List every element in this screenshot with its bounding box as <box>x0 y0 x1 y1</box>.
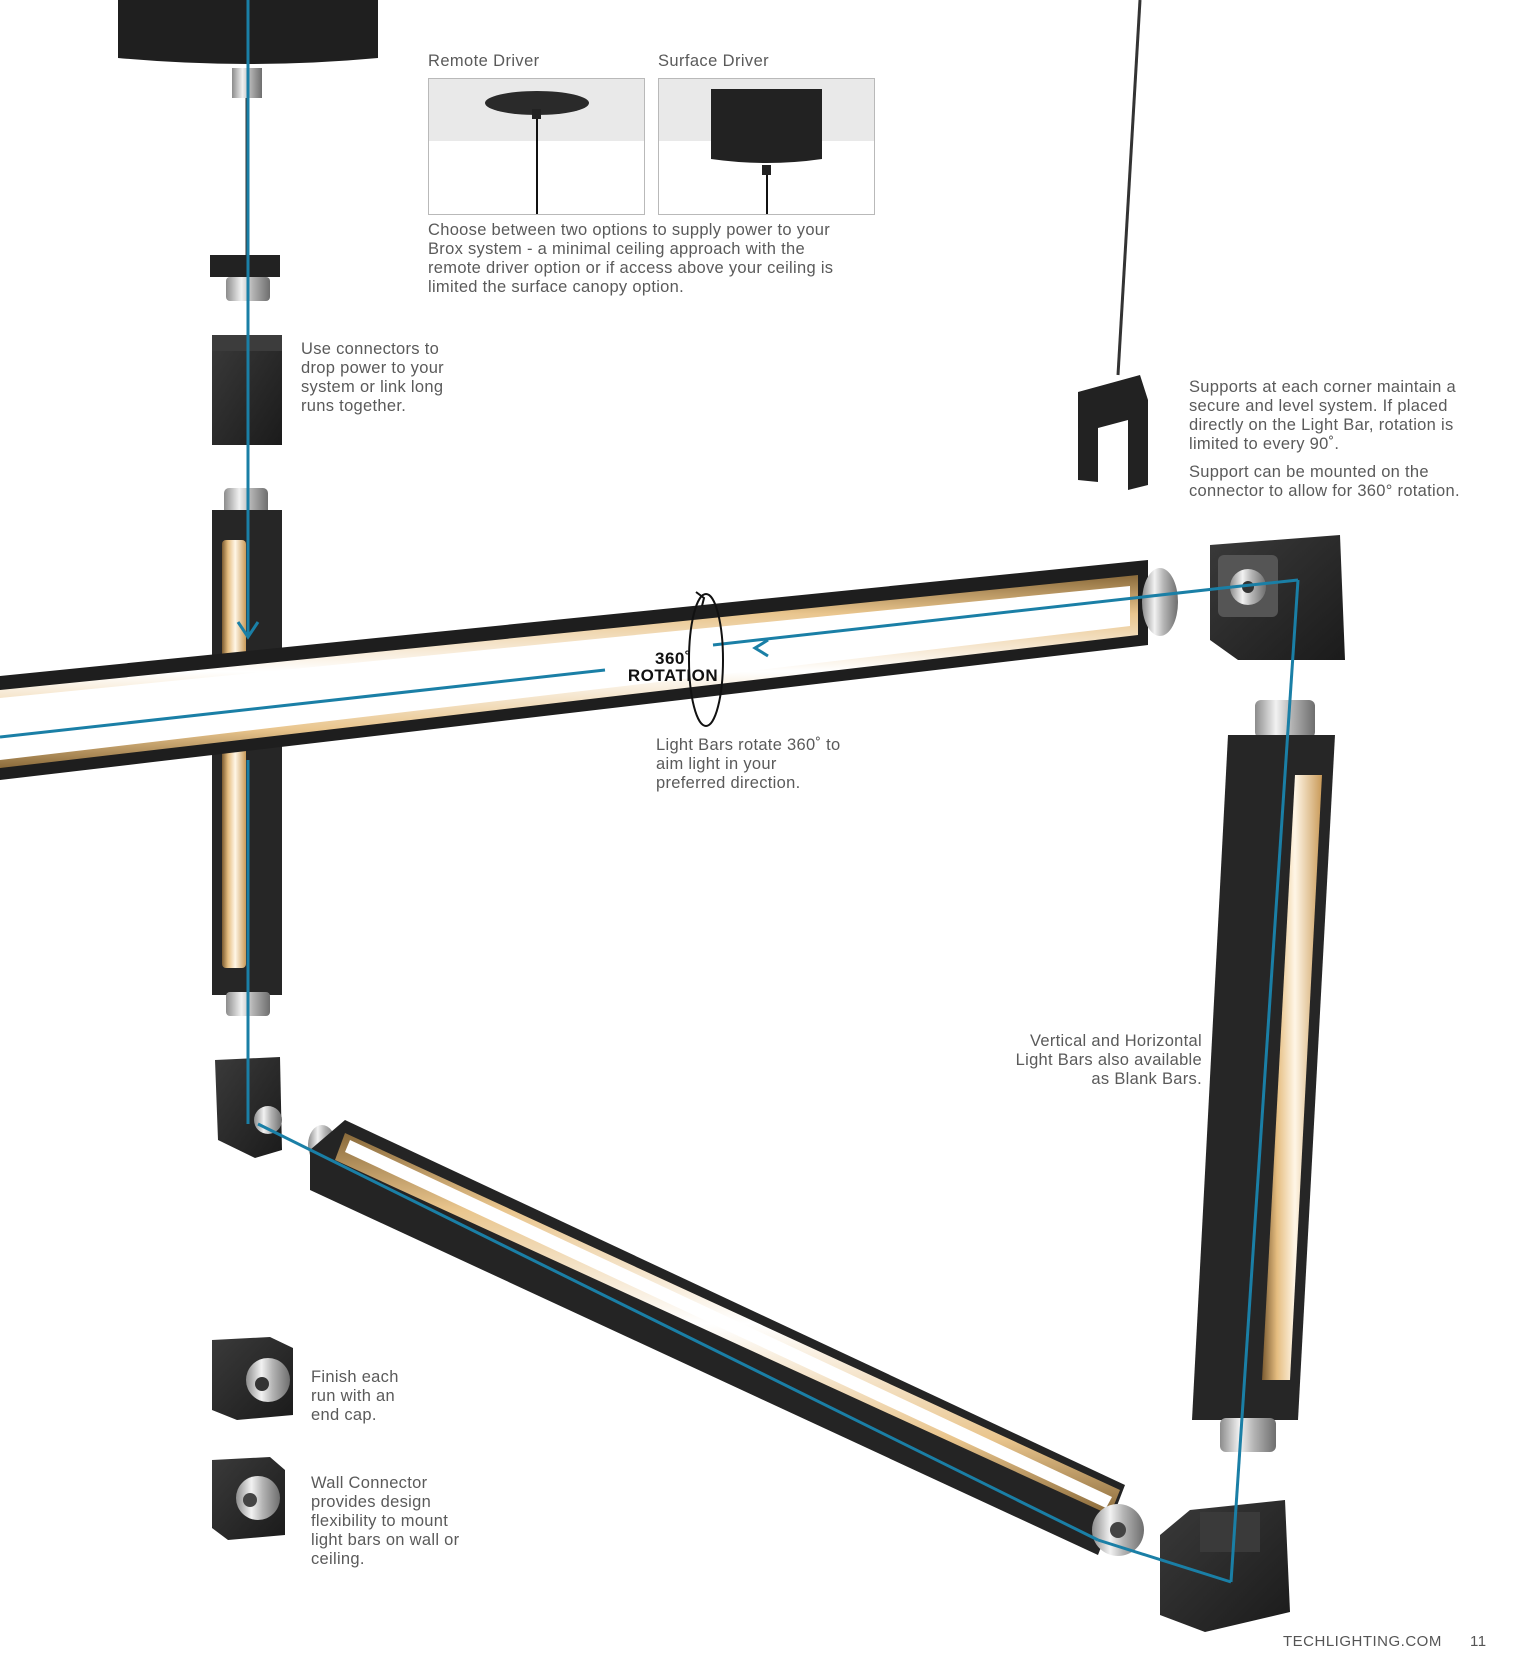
end-cap-caption: Finish each run with an end cap. <box>311 1368 399 1424</box>
rotation-indicator <box>688 591 724 727</box>
rotation-word: ROTATION <box>627 666 719 685</box>
connectors-caption: Use connectors to drop power to your sys… <box>301 340 444 415</box>
corner-cube-top-right <box>1210 535 1345 660</box>
corner-support <box>1078 0 1148 490</box>
end-cap-icon <box>212 1337 293 1420</box>
drivers-description: Choose between two options to supply pow… <box>428 221 834 296</box>
remote-driver-icon <box>485 91 589 214</box>
wall-connector-icon <box>212 1457 285 1540</box>
blank-bars-caption: Vertical and Horizontal Light Bars also … <box>1015 1032 1202 1088</box>
supports-caption: Supports at each corner maintain a secur… <box>1189 378 1489 501</box>
remote-driver-image <box>428 78 645 215</box>
surface-driver-label: Surface Driver <box>658 52 770 70</box>
drop-connector <box>210 255 282 445</box>
supports-caption-1: Supports at each corner maintain a secur… <box>1189 378 1457 453</box>
diagonal-bar-bottom <box>308 1120 1144 1556</box>
page-number: 11 <box>1470 1633 1487 1650</box>
supports-caption-2: Support can be mounted on the connector … <box>1189 463 1460 500</box>
power-flow-line <box>0 0 1300 1584</box>
rotation-degrees: 360˚ <box>654 649 692 668</box>
light-bars-caption: Light Bars rotate 360˚ to aim light in y… <box>656 736 841 792</box>
surface-driver-image <box>658 78 875 215</box>
rotation-label: 360˚ ROTATION <box>618 650 728 684</box>
remote-driver-label: Remote Driver <box>428 52 540 70</box>
wall-connector-caption: Wall Connector provides design flexibili… <box>311 1474 460 1568</box>
corner-cube-bottom-right <box>1160 1500 1290 1632</box>
surface-driver-icon <box>711 89 822 214</box>
horizontal-bar-top <box>0 560 1178 780</box>
footer-site: TECHLIGHTING.COM <box>1283 1633 1442 1650</box>
